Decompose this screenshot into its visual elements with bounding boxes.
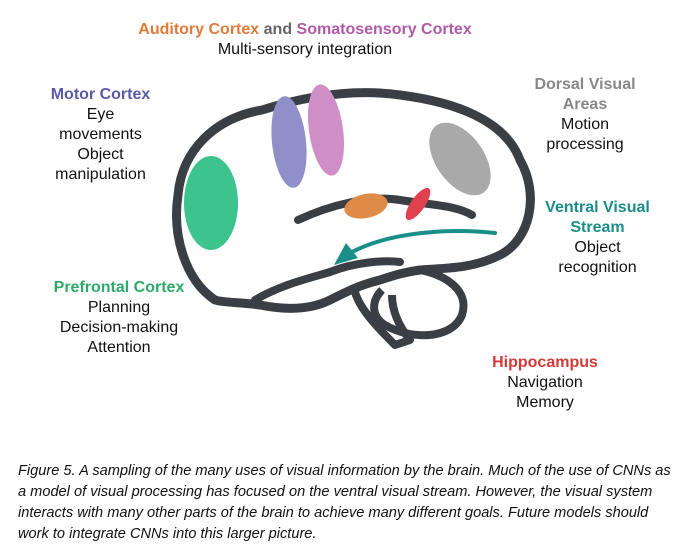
dorsal-region [429,122,491,196]
brain-stem [351,290,414,349]
prefrontal-title: Prefrontal Cortex [53,279,185,296]
motor-line: Object [77,146,124,163]
ventral-stream-arrow [350,229,497,254]
brain-outline [172,88,535,313]
figure-caption: Figure 5. A sampling of the many uses of… [18,463,671,542]
brain-lobe-line [251,257,404,304]
ventral-line: recognition [558,259,637,276]
motor-label: Motor Cortex Eye movements Object manipu… [28,85,173,185]
multisensory-label: Auditory Cortex and Somatosensory Cortex… [90,20,520,60]
hippocampus-title: Hippocampus [492,354,598,371]
motor-title: Motor Cortex [50,86,151,103]
ventral-title: Ventral Visual [545,199,650,216]
prefrontal-label: Prefrontal Cortex Planning Decision-maki… [30,278,208,358]
dorsal-title: Areas [562,96,608,113]
dorsal-label: Dorsal Visual Areas Motion processing [505,75,665,155]
motor-region [271,96,307,188]
dorsal-line: Motion [560,116,610,133]
hippocampus-region [405,187,431,221]
cerebellum [370,266,468,340]
dorsal-title: Dorsal Visual [534,76,636,93]
and-connector: and [263,21,293,38]
motor-line: manipulation [55,166,146,183]
somatosensory-region [307,84,345,176]
prefrontal-line: Planning [87,299,151,316]
motor-line: Eye [86,106,115,123]
hippocampus-line: Navigation [507,374,583,391]
auditory-title: Auditory Cortex [138,21,260,38]
auditory-region [344,193,388,219]
ventral-title: Stream [570,219,625,236]
ventral-label: Ventral Visual Stream Object recognition [520,198,675,278]
prefrontal-line: Attention [87,339,151,356]
hippocampus-label: Hippocampus Navigation Memory [455,353,635,413]
multisensory-desc: Multi-sensory integration [217,41,393,58]
somatosensory-title: Somatosensory Cortex [296,21,472,38]
ventral-line: Object [574,239,621,256]
prefrontal-region [184,156,238,250]
brain-sulcus [294,194,476,224]
motor-line: movements [59,126,142,143]
hippocampus-line: Memory [516,394,574,411]
ventral-arrow-head [334,243,358,265]
prefrontal-line: Decision-making [59,319,179,336]
dorsal-line: processing [546,136,624,153]
